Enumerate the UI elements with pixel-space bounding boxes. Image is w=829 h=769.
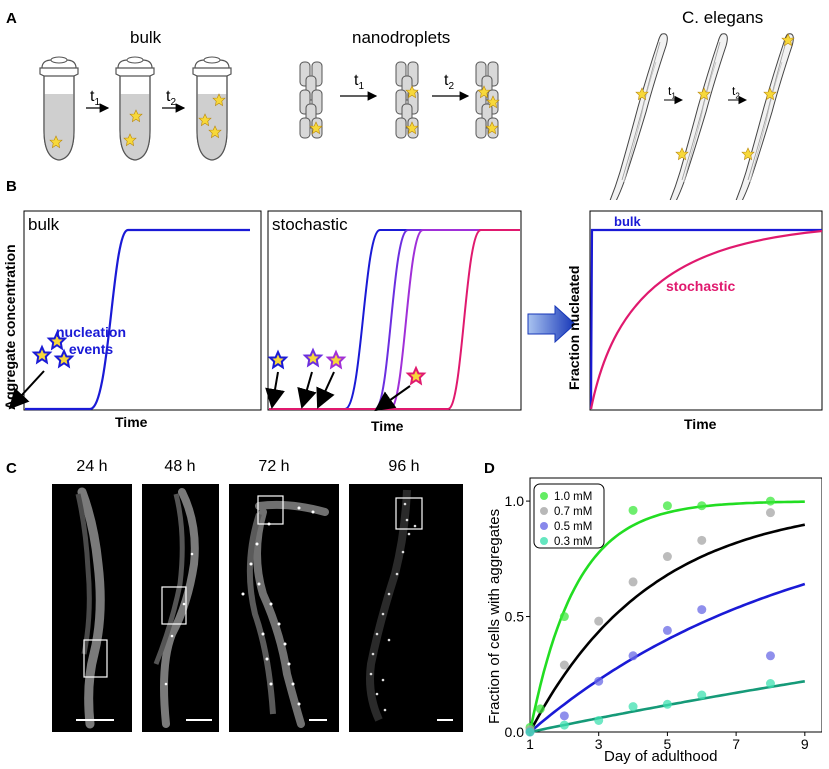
panel-label-c: C bbox=[6, 460, 17, 477]
xlabel-time-bulk: Time bbox=[115, 414, 148, 430]
data-point bbox=[559, 612, 569, 622]
x-tick-label: 9 bbox=[801, 736, 809, 752]
data-point bbox=[662, 625, 672, 635]
xlabel-time-fraction: Time bbox=[684, 416, 717, 432]
x-tick-label: 5 bbox=[664, 736, 672, 752]
data-point bbox=[628, 505, 638, 515]
right-stochastic-label: stochastic bbox=[666, 278, 736, 294]
data-point bbox=[697, 690, 707, 700]
t1-label-nano: t1 bbox=[354, 72, 365, 93]
legend-box bbox=[533, 483, 605, 549]
stochastic-plot-title: stochastic bbox=[272, 215, 348, 234]
worm-image-48h bbox=[142, 484, 219, 732]
data-point bbox=[765, 508, 775, 518]
data-point bbox=[697, 501, 707, 511]
bulk-title: bulk bbox=[130, 28, 162, 47]
legend-marker bbox=[540, 537, 548, 545]
data-point bbox=[525, 727, 535, 737]
data-point bbox=[594, 715, 604, 725]
t2-label-bulk: t2 bbox=[166, 88, 177, 109]
right-bulk-label: bulk bbox=[614, 214, 641, 229]
panel-label-d: D bbox=[484, 460, 495, 477]
legend-label: 0.3 mM bbox=[554, 536, 592, 548]
worm-image-96h bbox=[349, 484, 463, 732]
legend-marker bbox=[540, 507, 548, 515]
data-point bbox=[559, 660, 569, 670]
xlabel-time-stochastic: Time bbox=[371, 418, 404, 434]
legend-label: 0.5 mM bbox=[554, 521, 592, 533]
data-point bbox=[662, 552, 672, 562]
worm-image-72h bbox=[229, 484, 339, 732]
data-point bbox=[628, 651, 638, 661]
panel-a-illustrations bbox=[39, 33, 795, 200]
data-point bbox=[535, 704, 545, 714]
fit-curve-05mM bbox=[529, 582, 806, 733]
legend-marker bbox=[540, 492, 548, 500]
time-label-96h: 96 h bbox=[388, 458, 420, 475]
bulk-plot-title: bulk bbox=[28, 215, 60, 234]
nucleation-events-label: nucleation events bbox=[56, 324, 127, 357]
legend-label: 0.7 mM bbox=[554, 506, 592, 518]
time-label-48h: 48 h bbox=[164, 458, 196, 475]
panel-label-a: A bbox=[6, 10, 17, 27]
data-point bbox=[559, 720, 569, 730]
t1-label-worm: t1 bbox=[668, 84, 676, 101]
data-point bbox=[559, 711, 569, 721]
y-tick-label: 0.5 bbox=[505, 609, 525, 625]
nanodroplets-title: nanodroplets bbox=[352, 28, 451, 47]
data-point bbox=[594, 676, 604, 686]
fit-curve-07mM bbox=[528, 523, 806, 733]
time-label-72h: 72 h bbox=[258, 458, 290, 475]
t2-label-worm: t2 bbox=[732, 84, 740, 101]
data-point bbox=[662, 501, 672, 511]
y-tick-label: 1.0 bbox=[505, 493, 525, 509]
data-point bbox=[765, 679, 775, 689]
data-point bbox=[765, 496, 775, 506]
legend-label: 1.0 mM bbox=[554, 491, 592, 503]
fraction-aggregates-chart: 1 3 5 7 9 0.0 0.5 1.0 1.0 mM 0.7 mM 0.5 mM 0.3 mM bbox=[505, 477, 822, 752]
data-point bbox=[628, 702, 638, 712]
data-point bbox=[697, 535, 707, 545]
y-tick-label: 0.0 bbox=[505, 724, 525, 740]
panel-label-b: B bbox=[6, 178, 17, 195]
panel-b-plots bbox=[8, 210, 823, 412]
data-point bbox=[765, 651, 775, 661]
worm-image-24h bbox=[52, 484, 132, 732]
x-tick-label: 1 bbox=[526, 736, 534, 752]
data-point bbox=[697, 605, 707, 615]
x-tick-label: 7 bbox=[732, 736, 740, 752]
fit-curve-10mM bbox=[528, 500, 805, 733]
c-elegans-title: C. elegans bbox=[682, 8, 764, 27]
legend-marker bbox=[540, 522, 548, 530]
xlabel-day-of-adulthood: Day of adulthood bbox=[604, 748, 718, 765]
t2-label-nano: t2 bbox=[444, 72, 455, 93]
x-tick-label: 3 bbox=[595, 736, 603, 752]
time-label-24h: 24 h bbox=[76, 458, 108, 475]
data-point bbox=[628, 577, 638, 587]
t1-label-bulk: t1 bbox=[90, 88, 101, 109]
data-point bbox=[594, 616, 604, 626]
data-point bbox=[662, 699, 672, 709]
ylabel-fraction-nucleated: Fraction nucleated bbox=[566, 265, 582, 390]
